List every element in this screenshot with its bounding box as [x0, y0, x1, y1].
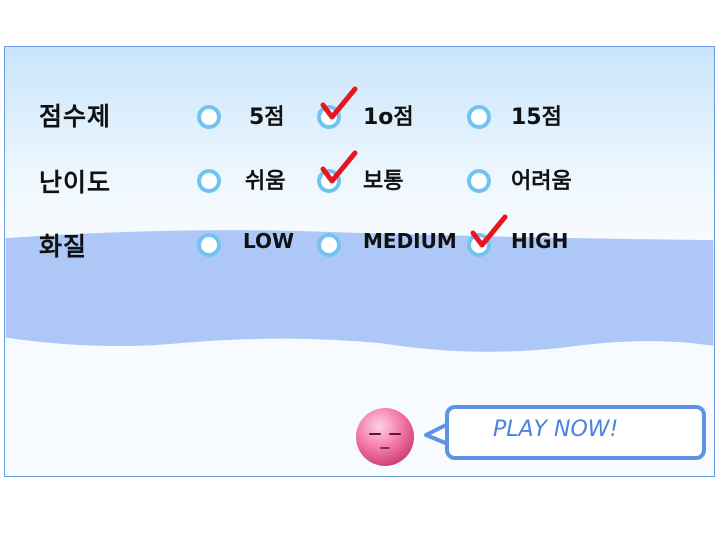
option-score-5[interactable]: 5점: [249, 105, 285, 130]
difficulty-label: 난이도: [39, 168, 112, 197]
snowy-landscape-background: [5, 230, 714, 352]
radio-difficulty-normal[interactable]: [317, 169, 341, 193]
radio-difficulty-hard[interactable]: [467, 169, 491, 193]
option-quality-medium[interactable]: MEDIUM: [363, 229, 457, 253]
radio-quality-high[interactable]: [467, 233, 491, 257]
option-difficulty-hard[interactable]: 어려움: [511, 169, 572, 194]
option-quality-high[interactable]: HIGH: [511, 229, 569, 253]
option-score-15[interactable]: 15점: [511, 105, 562, 130]
option-score-10[interactable]: 1o점: [363, 105, 414, 130]
radio-score-15[interactable]: [467, 105, 491, 129]
scoring-label: 점수제: [39, 102, 112, 131]
play-now-label: PLAY NOW!: [493, 417, 619, 442]
play-now-button[interactable]: PLAY NOW!: [445, 405, 706, 460]
radio-difficulty-easy[interactable]: [197, 169, 221, 193]
option-difficulty-normal[interactable]: 보통: [363, 169, 404, 194]
pink-face-icon: [356, 408, 414, 466]
speech-bubble-tail: [424, 422, 449, 446]
option-difficulty-easy[interactable]: 쉬움: [245, 169, 286, 194]
radio-quality-medium[interactable]: [317, 233, 341, 257]
quality-label: 화질: [39, 232, 88, 261]
radio-score-10[interactable]: [317, 105, 341, 129]
radio-quality-low[interactable]: [197, 233, 221, 257]
settings-panel: 점수제 5점 1o점 15점 난이도 쉬움 보통 어려움 화질 LOW MEDI…: [4, 46, 715, 477]
option-quality-low[interactable]: LOW: [243, 229, 295, 253]
radio-score-5[interactable]: [197, 105, 221, 129]
